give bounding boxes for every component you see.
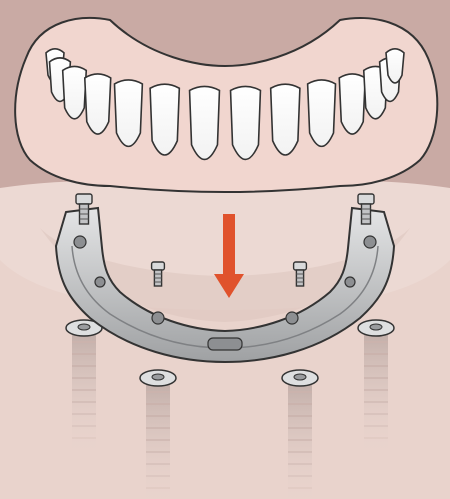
tooth [271, 84, 300, 155]
screw-head [294, 262, 307, 270]
tooth [190, 86, 220, 159]
screw-head [152, 262, 165, 270]
bar-slot [208, 338, 242, 350]
bar-hole-left-2 [152, 312, 164, 324]
implant-socket [152, 374, 164, 380]
tooth [85, 74, 111, 134]
implant-socket [370, 324, 382, 330]
implant-socket [294, 374, 306, 380]
tooth [150, 84, 179, 155]
tooth [339, 74, 365, 134]
screw-head [76, 194, 92, 204]
bar-hole-left [74, 236, 86, 248]
implant-socket [78, 324, 90, 330]
tooth [308, 80, 336, 146]
bar-hole-right-2 [286, 312, 298, 324]
bar-hole-right-3 [345, 277, 355, 287]
bar-hole-right [364, 236, 376, 248]
implant-post [288, 384, 312, 499]
tooth [386, 49, 404, 83]
tooth [63, 66, 87, 118]
screw-head [358, 194, 374, 204]
implant-post [146, 384, 170, 499]
tooth [231, 86, 261, 159]
tooth [114, 80, 142, 146]
bar-hole-left-3 [95, 277, 105, 287]
